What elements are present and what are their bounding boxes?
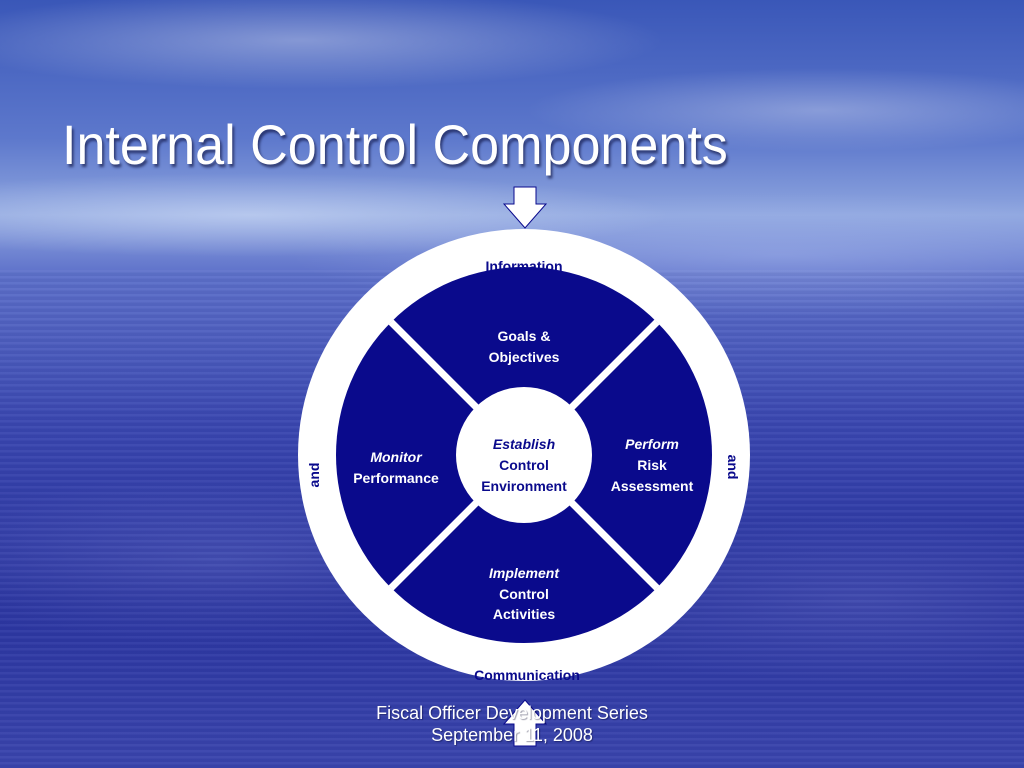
slide-title: Internal Control Components <box>62 113 728 176</box>
center-line2: Control <box>499 457 549 473</box>
ring-label-communication: Communication <box>474 667 580 683</box>
quadrant-right-line1: Perform <box>625 436 679 452</box>
center-line1: Establish <box>493 436 555 452</box>
ring-label-and-right: and <box>725 455 741 480</box>
footer-date: September 11, 2008 <box>431 725 593 745</box>
slide-footer: Fiscal Officer Development Series Septem… <box>0 702 1024 746</box>
up-arrow-icon <box>502 699 548 747</box>
quadrant-bottom-line1: Implement <box>489 565 560 581</box>
footer-series: Fiscal Officer Development Series <box>376 703 648 723</box>
quadrant-right-line2: Risk <box>637 457 667 473</box>
quadrant-bottom-line3: Activities <box>493 606 555 622</box>
quadrant-left-line1: Monitor <box>370 449 423 465</box>
ring-label-information: Information <box>486 258 563 274</box>
quadrant-left-line2: Performance <box>353 470 439 486</box>
center-circle <box>456 387 592 523</box>
quadrant-right-line3: Assessment <box>611 478 694 494</box>
quadrant-bottom-line2: Control <box>499 586 549 602</box>
ring-label-and-left: and <box>306 463 322 488</box>
center-line3: Environment <box>481 478 567 494</box>
down-arrow-icon <box>502 186 548 229</box>
quadrant-top-line2: Objectives <box>489 349 560 365</box>
quadrant-top-line1: Goals & <box>498 328 551 344</box>
